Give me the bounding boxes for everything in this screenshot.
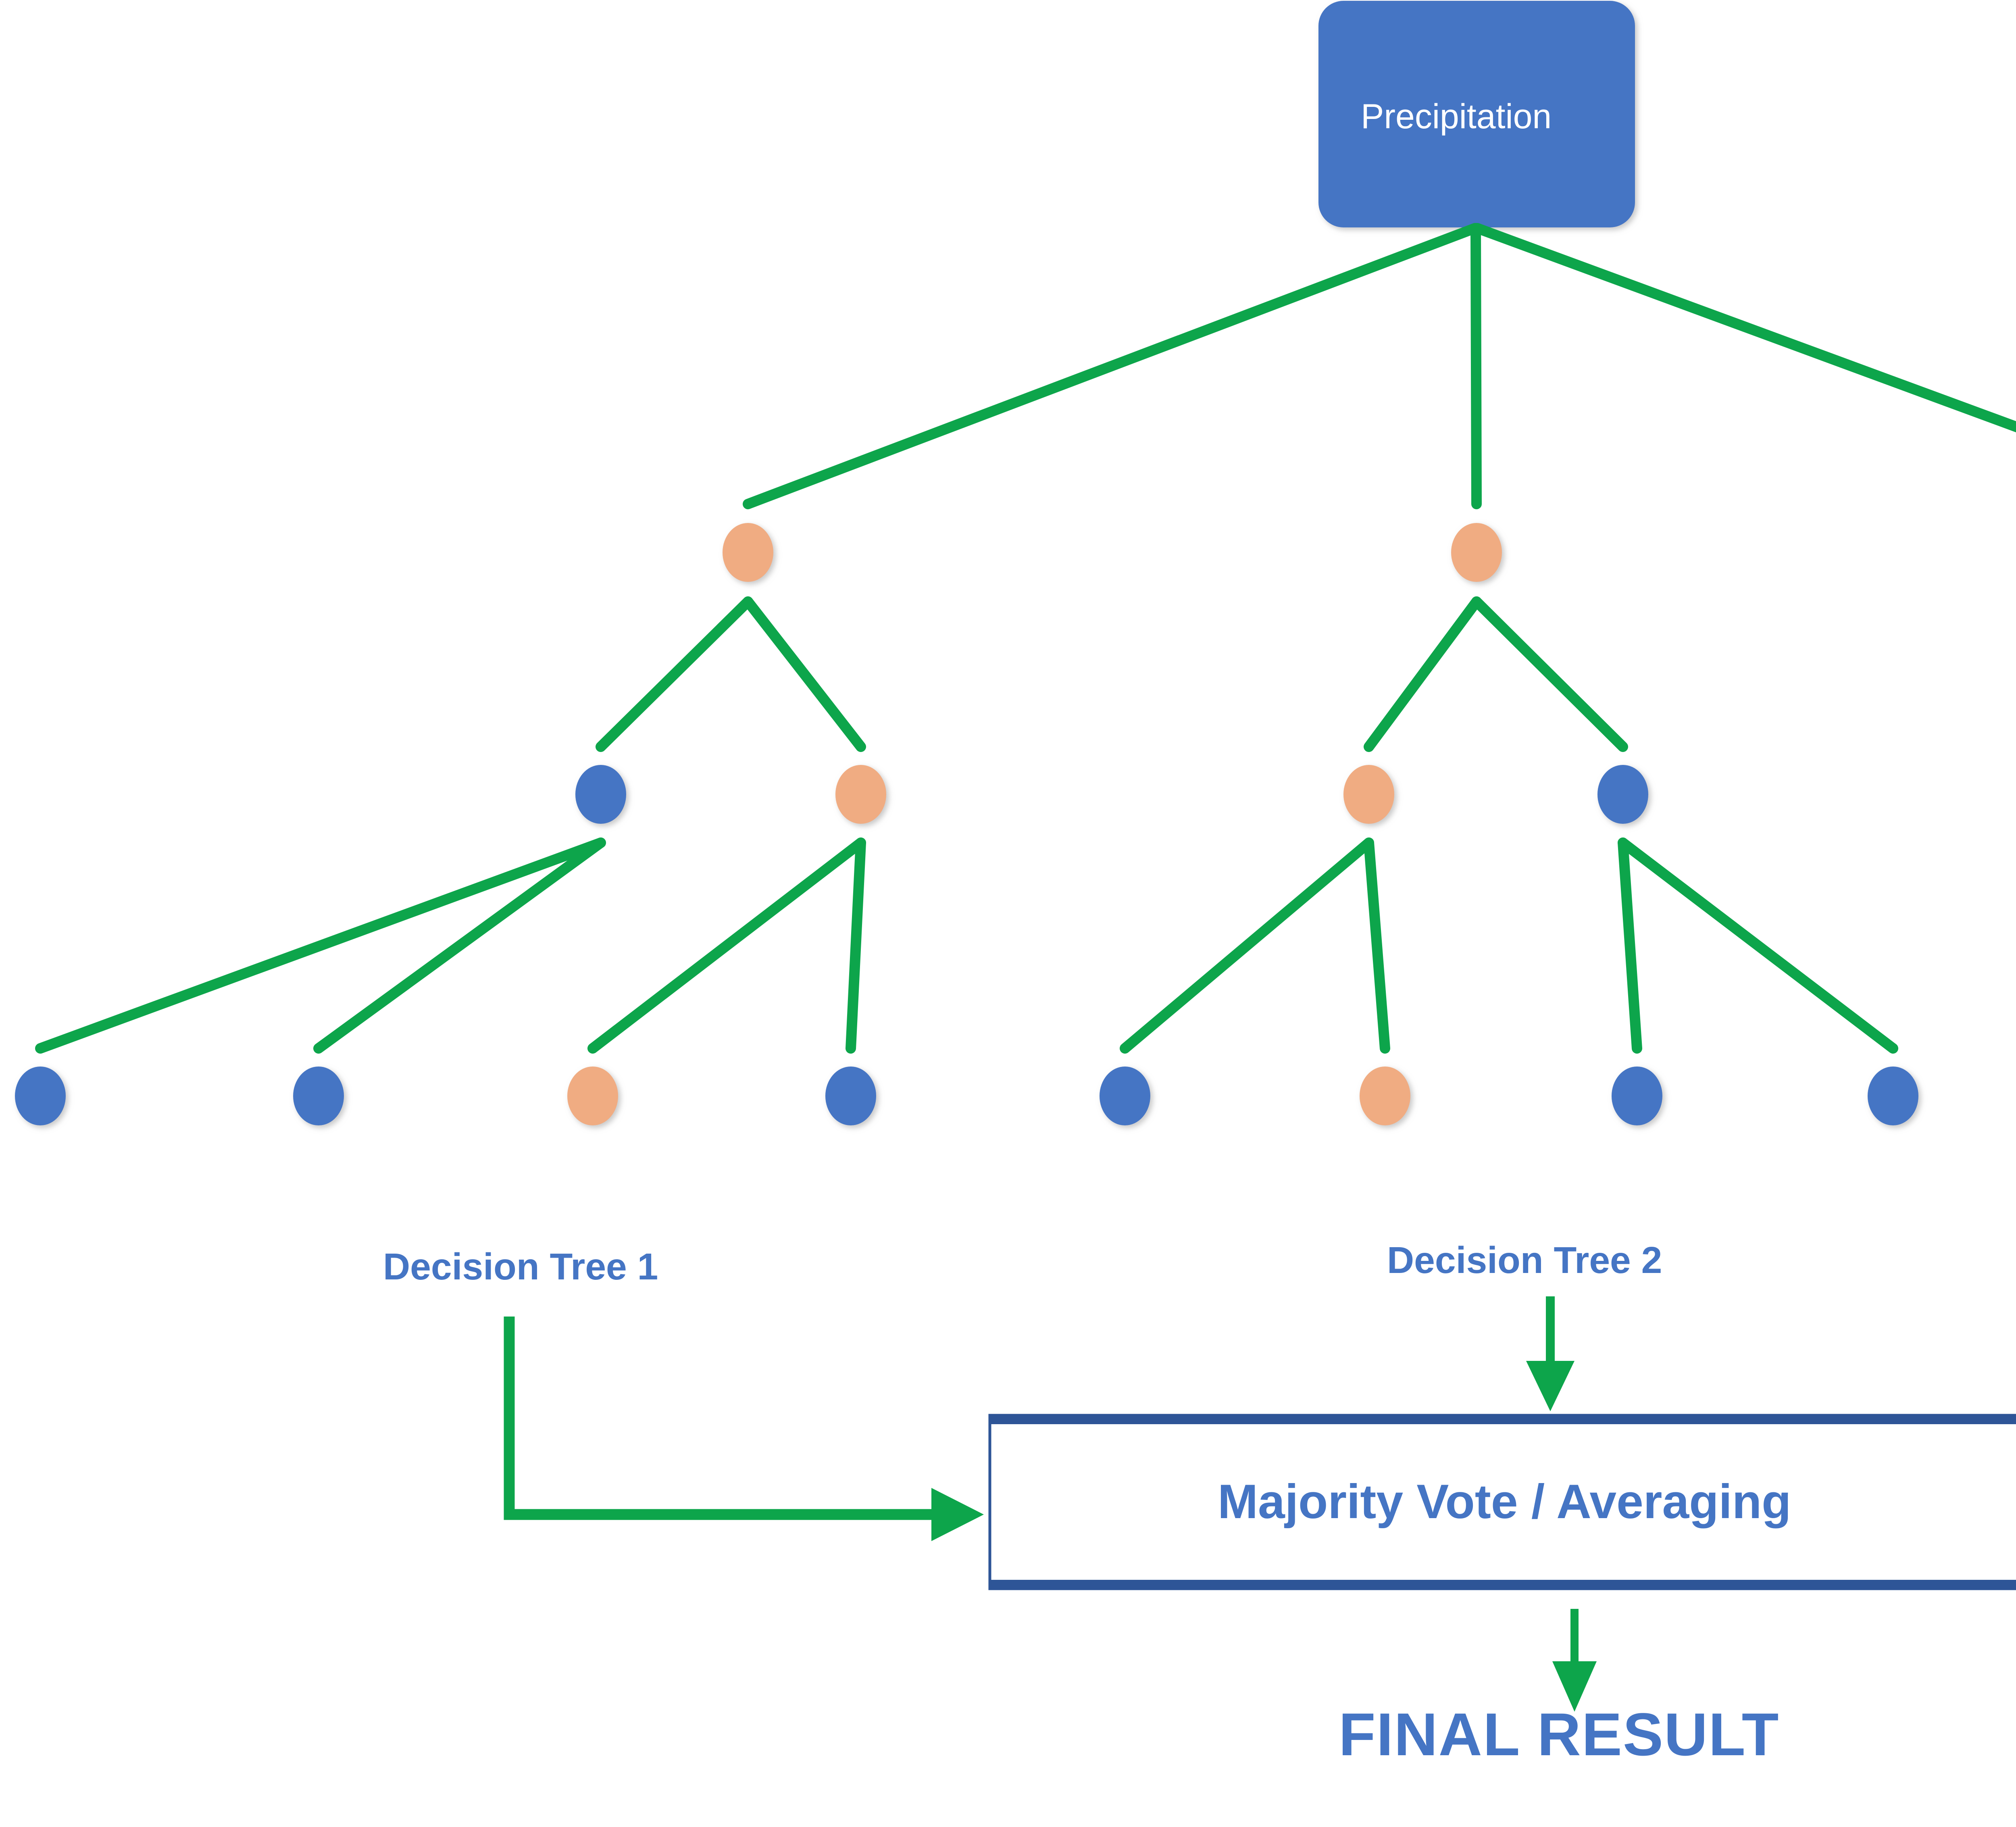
- edge-t1n2-t1l3: [587, 837, 866, 1054]
- tree1-leaf-4[interactable]: [825, 1067, 876, 1125]
- decision-tree-1-label: Decision Tree 1: [383, 1246, 658, 1287]
- edge-root-to-tree2: [1470, 223, 1482, 509]
- arrow-aggregator-to-final: [1552, 1609, 1597, 1712]
- edge-t2n2-t2l3: [1618, 837, 1642, 1054]
- tree1-node-left[interactable]: [575, 765, 626, 824]
- edge-t2n2-t2l4: [1618, 837, 1898, 1054]
- tree2-leaf-3[interactable]: [1612, 1067, 1662, 1125]
- aggregator-box-bottom-rule: [990, 1580, 2016, 1589]
- arrow-tree1-to-aggregator: [504, 1317, 984, 1541]
- root-node-shape: [1318, 1, 1635, 227]
- final-result-label: FINAL RESULT: [1339, 1700, 1780, 1768]
- edge-t2n1-t2l1: [1120, 837, 1374, 1054]
- edge-root-to-tree3: [1472, 223, 2016, 433]
- tree1-leaf-1[interactable]: [15, 1067, 66, 1125]
- tree1-leaf-2[interactable]: [293, 1067, 344, 1125]
- edge-t2n1-t2l2: [1364, 837, 1390, 1054]
- decision-tree-2-group: [1100, 523, 1918, 1125]
- arrow-final-head: [1552, 1661, 1597, 1712]
- root-edges: [743, 223, 2016, 509]
- decision-tree-2-label: Decision Tree 2: [1387, 1239, 1662, 1281]
- edge-t1n0-t1n2: [743, 596, 866, 752]
- root-node-label: Precipitation: [1361, 97, 1552, 136]
- tree1-node-right[interactable]: [835, 765, 886, 824]
- tree1-node-root[interactable]: [723, 523, 773, 582]
- tree2-leaf-4[interactable]: [1868, 1067, 1918, 1125]
- arrow-tree2-head: [1526, 1361, 1574, 1411]
- tree2-node-root[interactable]: [1451, 523, 1502, 582]
- aggregator-label: Majority Vote / Averaging: [1218, 1475, 1791, 1529]
- edge-t1n2-t1l4: [846, 837, 866, 1054]
- aggregator-box-top-rule: [990, 1415, 2016, 1424]
- tree1-edges: [35, 596, 866, 1054]
- tree2-node-left[interactable]: [1343, 765, 1394, 824]
- root-node-precipitation[interactable]: [1318, 1, 1635, 227]
- tree1-leaf-3[interactable]: [567, 1067, 618, 1125]
- tree2-node-right[interactable]: [1597, 765, 1648, 824]
- edge-t2n0-t2n2: [1471, 596, 1628, 752]
- tree2-leaf-2[interactable]: [1360, 1067, 1410, 1125]
- edge-root-to-tree1: [743, 223, 1480, 509]
- edge-t1n1-t1l2: [313, 837, 606, 1054]
- tree2-leaf-1[interactable]: [1100, 1067, 1150, 1125]
- arrow-tree2-to-aggregator: [1526, 1296, 1574, 1411]
- aggregator-box-outline: [988, 1414, 2016, 1590]
- tree2-edges: [1120, 596, 1898, 1054]
- decision-tree-1-group: [15, 523, 886, 1125]
- edge-t1n0-t1n1: [596, 596, 753, 752]
- arrow-tree1-head: [931, 1488, 984, 1541]
- edge-t2n0-t2n1: [1364, 596, 1482, 752]
- aggregator-box[interactable]: [988, 1414, 2016, 1590]
- arrow-tree1-path: [504, 1317, 931, 1520]
- edge-t1n1-t1l1: [35, 837, 606, 1054]
